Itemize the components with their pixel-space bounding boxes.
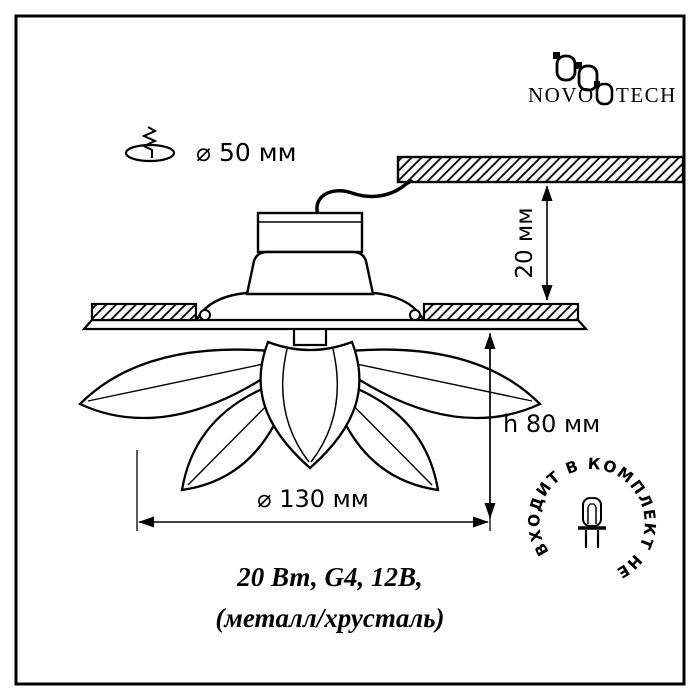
novotech-logo: NOVO TECH xyxy=(528,52,677,107)
crystal-bud xyxy=(259,340,361,470)
leaf-rib xyxy=(327,357,533,402)
logo-word-novo: NOVO xyxy=(528,83,595,107)
fixing-ring-right xyxy=(409,309,421,321)
cutout-hole-icon xyxy=(124,126,176,163)
ceiling-section-left xyxy=(90,302,198,322)
spec-line-2: (металл/хрусталь) xyxy=(215,603,444,633)
dimension-height: h 80 мм xyxy=(484,333,600,531)
diameter-label: ⌀ 130 мм xyxy=(257,485,369,513)
page-border-frame xyxy=(14,14,686,686)
spec-text: 20 Вт, G4, 12В, (металл/хрусталь) xyxy=(215,562,444,633)
fixture-drawing xyxy=(78,179,589,492)
recess-depth-label: 20 мм xyxy=(512,207,538,278)
halogen-bulb-icon xyxy=(578,497,606,548)
ceiling-section-right xyxy=(422,302,580,322)
logo-mark-icon xyxy=(553,52,614,106)
fixture-housing xyxy=(256,211,364,254)
screw-spring-icon xyxy=(141,126,158,158)
trim-dome xyxy=(194,291,426,323)
dimension-diameter: ⌀ 130 мм xyxy=(136,450,489,531)
spec-line-1: 20 Вт, G4, 12В, xyxy=(236,562,423,592)
height-label: h 80 мм xyxy=(503,410,600,438)
dimension-recess-depth: 20 мм xyxy=(512,185,553,301)
supply-wire xyxy=(315,179,413,217)
trim-flange xyxy=(81,318,589,331)
not-included-stamp: ВХОДИТ В КОМПЛЕКТ НЕ xyxy=(525,455,657,582)
crystal-leaves xyxy=(78,348,542,492)
cutout-diameter-label: ⌀ 50 мм xyxy=(196,138,296,167)
logo-word-tech: TECH xyxy=(616,83,677,107)
fixing-ring-left xyxy=(199,309,211,321)
fixture-bell xyxy=(245,250,375,296)
leaf-rib xyxy=(87,357,293,402)
ceiling-slab-section xyxy=(396,155,685,184)
